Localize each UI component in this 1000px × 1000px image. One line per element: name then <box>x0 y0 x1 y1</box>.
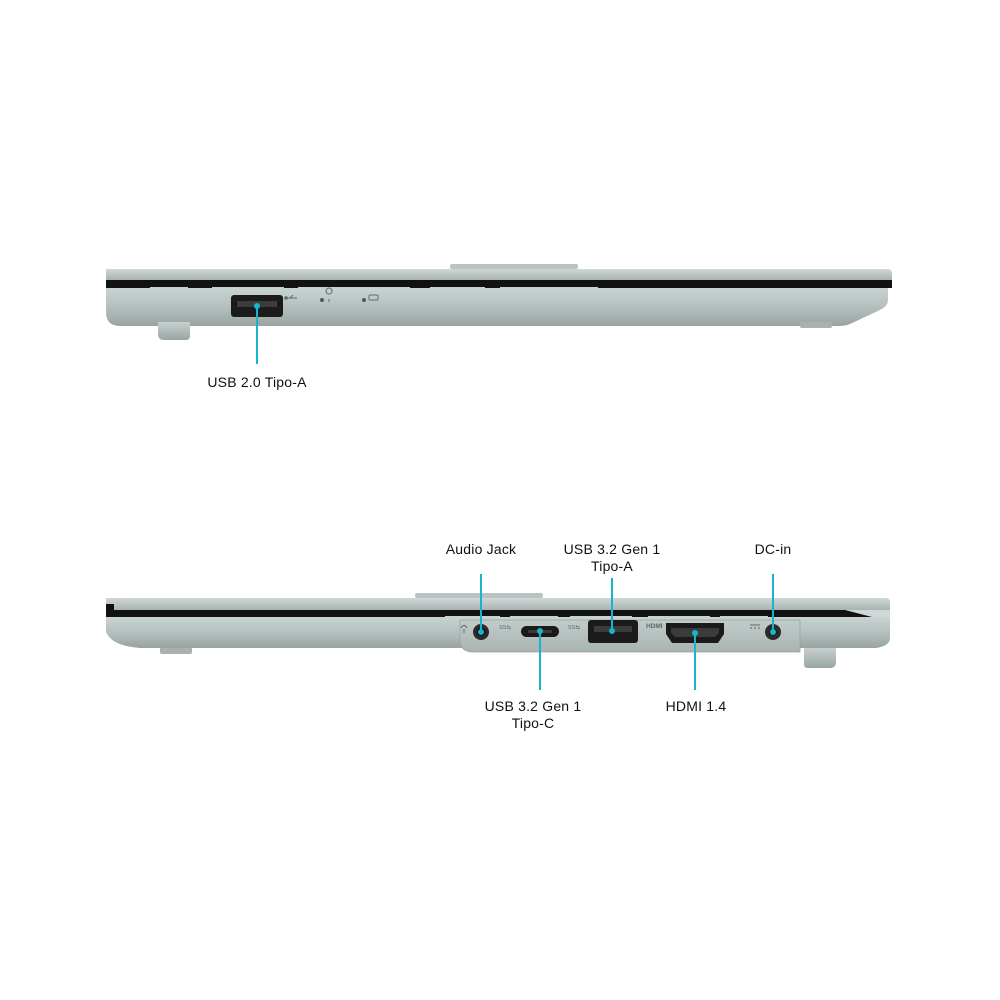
usba-marking: SS⇆ <box>568 624 580 631</box>
callout-dot <box>254 303 260 309</box>
bezel-gap <box>106 280 892 288</box>
hdmi-marking: HDMI <box>646 623 663 630</box>
usb-2-type-a-label: USB 2.0 Tipo-A <box>207 374 307 390</box>
rubber-foot <box>158 322 190 340</box>
callout-dots <box>478 628 776 636</box>
laptop-right-side: SS⇆ SS⇆ HDMI <box>106 574 890 690</box>
power-led-icon <box>320 298 324 302</box>
usb-icon <box>284 294 297 300</box>
chassis-base <box>106 288 888 326</box>
usb-3-2-type-c-label: USB 3.2 Gen 1 Tipo-C <box>484 698 582 731</box>
audio-jack-label: Audio Jack <box>445 541 517 557</box>
bezel-gap <box>106 610 890 617</box>
headset-icon <box>460 625 468 633</box>
laptop-left-side <box>106 264 892 364</box>
battery-led-icon <box>362 298 366 302</box>
lid <box>106 269 892 280</box>
usbc-marking: SS⇆ <box>499 624 511 631</box>
callout-lines <box>480 574 774 690</box>
dc-in-label: DC-in <box>754 541 792 557</box>
lid <box>106 598 890 610</box>
rubber-foot <box>800 322 832 328</box>
lid-ridge <box>415 593 543 598</box>
hdmi-label: HDMI 1.4 <box>665 698 727 714</box>
rubber-foot <box>804 648 836 668</box>
dc-power-icon <box>750 624 760 629</box>
rubber-foot <box>160 648 192 654</box>
lid-ridge <box>450 264 578 269</box>
usb-3-2-type-a-label: USB 3.2 Gen 1 Tipo-A <box>563 541 661 574</box>
